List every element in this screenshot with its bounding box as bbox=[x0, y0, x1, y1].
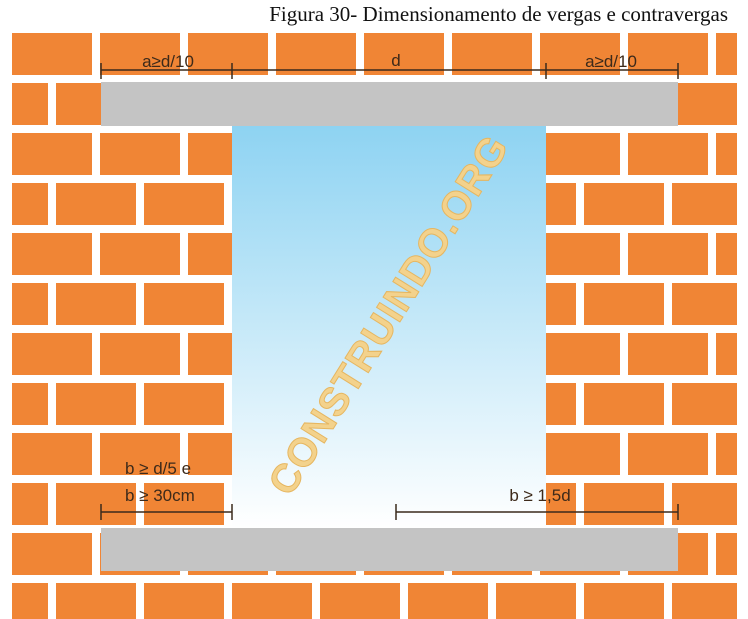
brick bbox=[100, 233, 180, 275]
brick bbox=[672, 383, 737, 425]
brick bbox=[12, 233, 92, 275]
brick bbox=[540, 333, 620, 375]
brick bbox=[672, 83, 737, 125]
brick bbox=[144, 183, 224, 225]
brick bbox=[628, 33, 708, 75]
brick bbox=[144, 483, 224, 525]
brick bbox=[716, 333, 737, 375]
brick bbox=[144, 283, 224, 325]
brick bbox=[12, 83, 48, 125]
brick bbox=[628, 433, 708, 475]
brick bbox=[56, 383, 136, 425]
brick bbox=[100, 333, 180, 375]
bottom-left-dimension-line bbox=[100, 504, 233, 520]
brick bbox=[12, 533, 92, 575]
sill-beam-contraverga bbox=[101, 528, 678, 571]
brick bbox=[320, 583, 400, 619]
brick bbox=[100, 133, 180, 175]
brick bbox=[540, 133, 620, 175]
brick bbox=[716, 133, 737, 175]
figure-caption: Figura 30- Dimensionamento de vergas e c… bbox=[269, 2, 728, 26]
brick bbox=[584, 383, 664, 425]
brick bbox=[188, 33, 268, 75]
brick bbox=[56, 283, 136, 325]
brick bbox=[716, 533, 737, 575]
brick bbox=[540, 33, 620, 75]
brick bbox=[584, 283, 664, 325]
label-a-right: a≥d/10 bbox=[585, 52, 637, 71]
brick bbox=[584, 483, 664, 525]
brick bbox=[12, 333, 92, 375]
brick bbox=[12, 483, 48, 525]
brick bbox=[540, 233, 620, 275]
brick bbox=[100, 433, 180, 475]
brick bbox=[452, 33, 532, 75]
brick bbox=[364, 33, 444, 75]
brick bbox=[56, 183, 136, 225]
brick bbox=[12, 433, 92, 475]
brick bbox=[56, 483, 136, 525]
brick bbox=[144, 383, 224, 425]
brick bbox=[12, 283, 48, 325]
brick bbox=[56, 583, 136, 619]
brick bbox=[628, 133, 708, 175]
brick bbox=[496, 583, 576, 619]
bottom-right-dimension-line bbox=[395, 504, 679, 520]
brick bbox=[540, 433, 620, 475]
brick bbox=[12, 133, 92, 175]
brick bbox=[12, 33, 92, 75]
brick bbox=[100, 33, 180, 75]
lintel-verga bbox=[101, 82, 678, 126]
label-d: d bbox=[391, 51, 400, 70]
brick bbox=[584, 183, 664, 225]
brick bbox=[12, 183, 48, 225]
brick bbox=[672, 283, 737, 325]
label-b-left-line2: b ≥ 30cm bbox=[125, 486, 195, 505]
brick bbox=[672, 583, 737, 619]
window-opening bbox=[232, 126, 546, 528]
brick bbox=[672, 483, 737, 525]
brick bbox=[276, 33, 356, 75]
brick bbox=[716, 233, 737, 275]
brick bbox=[12, 383, 48, 425]
top-dimension-line bbox=[100, 63, 679, 79]
brick bbox=[584, 583, 664, 619]
label-b-right: b ≥ 1,5d bbox=[509, 486, 570, 505]
brick bbox=[232, 583, 312, 619]
brick bbox=[672, 183, 737, 225]
brick bbox=[408, 583, 488, 619]
brick bbox=[144, 583, 224, 619]
brick bbox=[716, 433, 737, 475]
brick bbox=[628, 333, 708, 375]
brick bbox=[628, 233, 708, 275]
brick bbox=[716, 33, 737, 75]
label-b-left-line1: b ≥ d/5 e bbox=[125, 459, 191, 478]
brick bbox=[12, 583, 48, 619]
label-a-left: a≥d/10 bbox=[142, 52, 194, 71]
